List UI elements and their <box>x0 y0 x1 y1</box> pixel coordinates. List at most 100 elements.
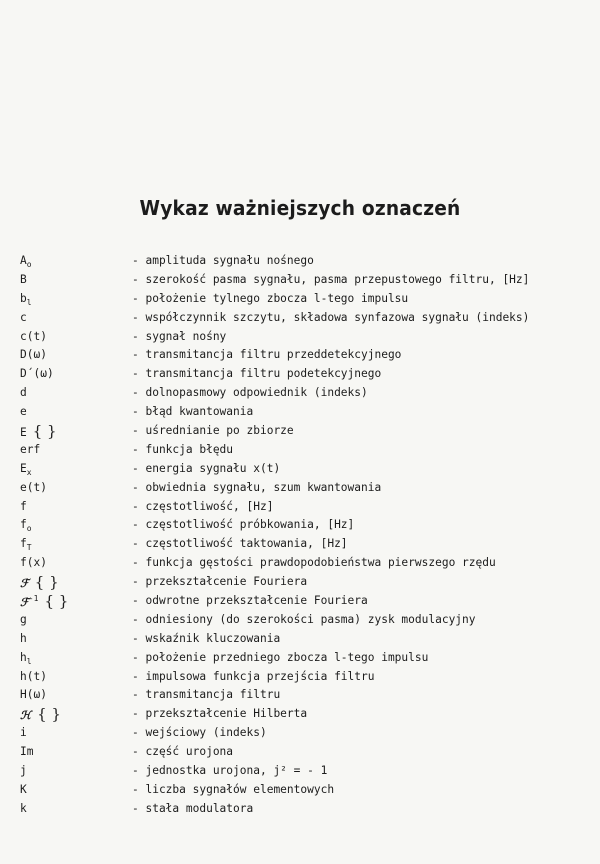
page-title: Wykaz ważniejszych oznaczeń <box>139 196 461 220</box>
symbol: erf <box>20 441 128 460</box>
list-item: d- dolnopasmowy odpowiednik (indeks) <box>20 384 595 403</box>
list-item: c - współczynnik szczytu, składowa synfaz… <box>20 309 595 328</box>
symbol: f <box>20 498 128 517</box>
list-item: h(t) - impulsowa funkcja przejścia filtru <box>20 668 595 687</box>
symbol-description: - transmitancja filtru przeddetekcyjnego <box>132 348 402 362</box>
symbol-base: D´(ω) <box>20 367 54 381</box>
symbol: c(t) <box>20 328 128 347</box>
list-item: j - jednostka urojona, j² = - 1 <box>20 762 595 781</box>
symbol: g <box>20 611 128 630</box>
list-item: Ex - energia sygnału x(t) <box>20 460 595 479</box>
symbol-superscript: -1 <box>28 594 39 604</box>
symbol-base: f(x) <box>20 556 47 570</box>
symbol-description: - wskaźnik kluczowania <box>132 631 281 645</box>
symbol: j <box>20 762 128 781</box>
symbol-description: - część urojona <box>132 745 234 759</box>
list-item: Ao - amplituda sygnału nośnego <box>20 252 595 271</box>
symbol-subscript: T <box>26 543 32 553</box>
symbol-base: j <box>20 764 27 778</box>
list-item: h - wskaźnik kluczowania <box>20 630 595 649</box>
symbol: f(x) <box>20 554 128 573</box>
symbol: i <box>20 724 128 743</box>
symbol-base: c <box>20 310 27 324</box>
symbol-description: - odniesiony (do szerokości pasma) zysk … <box>132 612 476 626</box>
symbol-description: - obwiednia sygnału, szum kwantowania <box>132 480 382 494</box>
symbol: H(ω) <box>20 686 128 705</box>
list-item: ℱ { } - przekształcenie Fouriera <box>20 573 595 592</box>
operator-braces: { } <box>32 422 57 441</box>
symbol: K <box>20 781 128 800</box>
symbol: hl <box>20 649 128 668</box>
operator-braces: { } <box>37 705 61 724</box>
symbol-base: E <box>20 426 27 440</box>
symbol-base: K <box>20 782 27 796</box>
symbol: h(t) <box>20 668 128 687</box>
symbol-base: e <box>20 405 27 419</box>
symbol: e(t) <box>20 479 128 498</box>
list-item: e- błąd kwantowania <box>20 403 595 422</box>
list-item: f - częstotliwość, [Hz] <box>20 498 595 517</box>
symbol: Ex <box>20 460 128 479</box>
symbol-base: b <box>20 291 27 305</box>
symbol: D´(ω) <box>20 365 128 384</box>
symbol-description: - częstotliwość próbkowania, [Hz] <box>132 518 355 532</box>
list-item: fo- częstotliwość próbkowania, [Hz] <box>20 516 595 535</box>
symbol-base: D(ω) <box>20 348 47 362</box>
symbol-description: - funkcja gęstości prawdopodobieństwa pi… <box>132 556 496 570</box>
symbol-subscript: o <box>26 524 32 534</box>
operator-braces: { } <box>34 573 59 592</box>
symbol-subscript: l <box>26 297 32 307</box>
symbol-base: Im <box>20 745 34 759</box>
symbol-subscript: o <box>26 260 32 269</box>
symbol-description: - amplituda sygnału nośnego <box>132 254 314 267</box>
list-item: H(ω)- transmitancja filtru <box>20 686 595 705</box>
symbol-base: g <box>20 612 27 626</box>
list-item: D(ω) - transmitancja filtru przeddetekcyj… <box>20 346 595 365</box>
symbol-subscript: l <box>26 656 32 666</box>
list-item: g - odniesiony (do szerokości pasma) zysk… <box>20 611 595 630</box>
list-item: B- szerokość pasma sygnału, pasma przepu… <box>20 271 595 290</box>
symbol-base: E <box>20 461 27 475</box>
symbol-description: - uśrednianie po zbiorze <box>132 424 294 438</box>
symbol-description: - częstotliwość, [Hz] <box>132 499 274 513</box>
symbol-description: - stała modulatora <box>132 801 254 815</box>
symbol-base: h(t) <box>20 669 47 683</box>
symbol-base: k <box>20 801 27 815</box>
symbol-description: - impulsowa funkcja przejścia filtru <box>132 669 375 683</box>
symbol-description: - energia sygnału x(t) <box>132 461 281 475</box>
list-item: K- liczba sygnałów elementowych <box>20 781 595 800</box>
symbol: fT <box>20 535 128 554</box>
symbol-description: - sygnał nośny <box>132 329 227 343</box>
list-item: E { } - uśrednianie po zbiorze <box>20 422 595 441</box>
symbol: h <box>20 630 128 649</box>
symbol: B <box>20 271 128 290</box>
symbol-base: A <box>20 254 27 267</box>
symbol-description: - transmitancja filtru podetekcyjnego <box>132 367 382 381</box>
symbol: k <box>20 800 128 819</box>
symbol: Im <box>20 743 128 762</box>
operator-braces: { } <box>44 592 69 611</box>
list-item: i- wejściowy (indeks) <box>20 724 595 743</box>
symbol-description: - częstotliwość taktowania, [Hz] <box>132 537 348 551</box>
symbol-base: h <box>20 650 27 664</box>
list-item: c(t) - sygnał nośny <box>20 328 595 347</box>
symbol-base: ℋ <box>20 708 32 723</box>
list-item: fT - częstotliwość taktowania, [Hz] <box>20 535 595 554</box>
symbol: Ao <box>20 252 128 271</box>
list-item: erf- funkcja błędu <box>20 441 595 460</box>
symbol-base: f <box>20 537 27 551</box>
symbol-base: ℱ <box>20 576 29 591</box>
symbol-base: e(t) <box>20 480 47 494</box>
list-item: k - stała modulatora <box>20 800 595 819</box>
list-item: Im - część urojona <box>20 743 595 762</box>
list-item: hl- położenie przedniego zbocza l-tego i… <box>20 649 595 668</box>
symbol-description: - współczynnik szczytu, składowa synfazo… <box>132 310 530 324</box>
symbol-description: - przekształcenie Fouriera <box>132 575 308 589</box>
symbol: E { } <box>20 422 128 443</box>
symbol-description: - jednostka urojona, j² = - 1 <box>132 764 328 778</box>
symbol-base: i <box>20 726 27 740</box>
symbol: d <box>20 384 128 403</box>
symbol: bl <box>20 290 128 309</box>
list-item: f(x) - funkcja gęstości prawdopodobieństw… <box>20 554 595 573</box>
